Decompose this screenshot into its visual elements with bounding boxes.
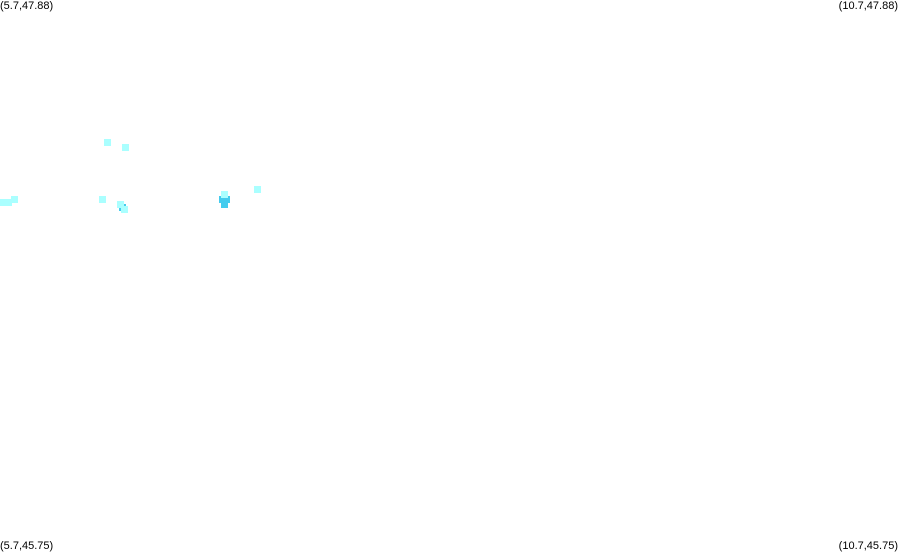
corner-coordinate-top-right: (10.7,47.88) — [838, 0, 898, 12]
map-cell — [221, 191, 228, 198]
map-cell — [104, 139, 111, 146]
map-cell — [0, 199, 7, 206]
map-cell — [254, 186, 261, 193]
map-cell — [121, 206, 128, 213]
corner-coordinate-bottom-left: (5.7,45.75) — [0, 540, 54, 552]
map-cell — [117, 201, 124, 208]
corner-coordinate-top-left: (5.7,47.88) — [0, 0, 54, 12]
map-cell — [219, 196, 226, 203]
map-cell — [221, 201, 228, 208]
map-cell — [11, 196, 18, 203]
map-cell — [5, 199, 12, 206]
corner-coordinate-bottom-right: (10.7,45.75) — [838, 540, 898, 552]
map-cell — [223, 196, 230, 203]
map-cell — [122, 144, 129, 151]
map-cell — [99, 196, 106, 203]
